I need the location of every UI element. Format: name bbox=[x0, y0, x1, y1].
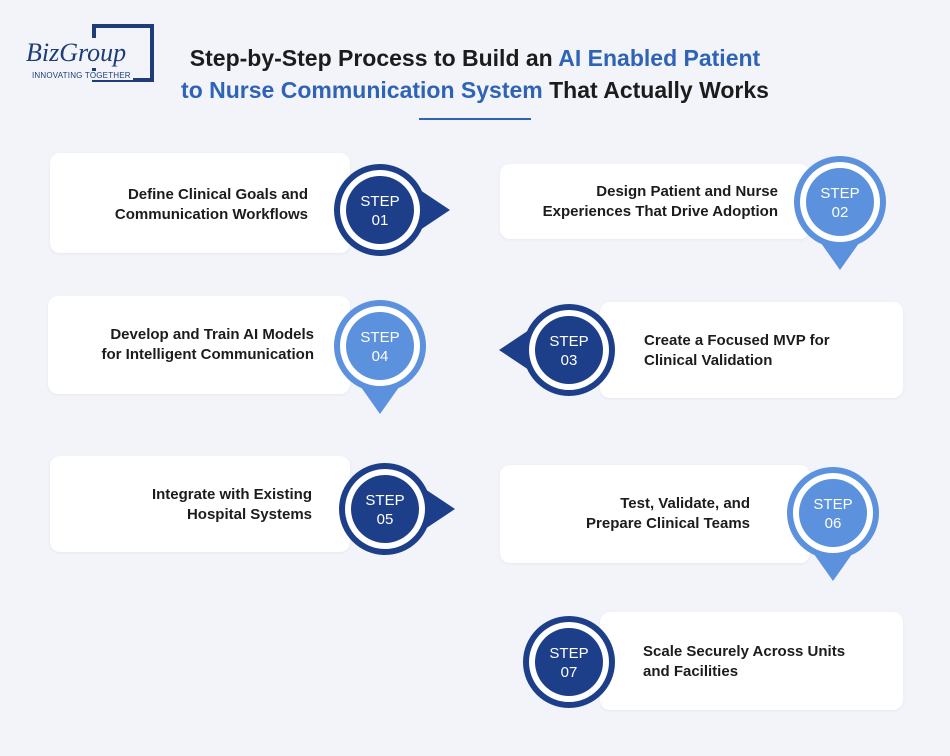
step-06-text: Test, Validate, and Prepare Clinical Tea… bbox=[500, 494, 750, 534]
step-03-number: 03 bbox=[560, 352, 578, 369]
step-02-label: STEP 02 bbox=[790, 184, 890, 222]
step-03-inner-disc bbox=[535, 316, 603, 384]
title-part-1: Step-by-Step Process to Build an bbox=[189, 45, 559, 71]
step-07-word: STEP bbox=[549, 645, 589, 662]
step-01-badge: STEP 01 bbox=[330, 160, 450, 260]
step-02-inner-disc bbox=[806, 168, 874, 236]
step-01-card: Define Clinical Goals and Communication … bbox=[50, 153, 350, 253]
step-05-text: Integrate with Existing Hospital Systems bbox=[52, 485, 312, 525]
logo-tagline: INNOVATING TOGETHER bbox=[32, 71, 133, 80]
step-04-line-2: for Intelligent Communication bbox=[101, 346, 315, 363]
step-05-ring-graphic bbox=[339, 463, 455, 555]
step-05-badge: STEP 05 bbox=[335, 459, 455, 559]
step-06-inner-disc bbox=[799, 479, 867, 547]
step-06-label: STEP 06 bbox=[783, 495, 883, 533]
step-02-line-2: Experiences That Drive Adoption bbox=[542, 203, 778, 220]
step-01-number: 01 bbox=[371, 212, 389, 229]
step-06-number: 06 bbox=[824, 515, 842, 532]
step-04-word: STEP bbox=[360, 329, 400, 346]
step-07-line-2: and Facilities bbox=[643, 663, 739, 680]
step-03-ring-graphic bbox=[499, 304, 615, 396]
title-highlight-2: to Nurse Communication System bbox=[181, 77, 543, 103]
step-01-inner-disc bbox=[346, 176, 414, 244]
step-05-line-1: Integrate with Existing bbox=[151, 486, 312, 503]
step-06-ring-graphic bbox=[787, 467, 879, 581]
step-05-line-2: Hospital Systems bbox=[186, 506, 312, 523]
step-04-inner-disc bbox=[346, 312, 414, 380]
step-06-badge: STEP 06 bbox=[783, 463, 883, 581]
step-07-number: 07 bbox=[560, 664, 578, 681]
step-05-number: 05 bbox=[376, 511, 394, 528]
step-06-word: STEP bbox=[813, 496, 853, 513]
step-03-badge: STEP 03 bbox=[499, 300, 619, 400]
step-04-line-1: Develop and Train AI Models bbox=[110, 326, 314, 343]
step-07-ring-graphic bbox=[523, 616, 615, 708]
step-02-text: Design Patient and Nurse Experiences Tha… bbox=[498, 182, 778, 222]
step-06-card: Test, Validate, and Prepare Clinical Tea… bbox=[500, 465, 810, 563]
title-part-2: That Actually Works bbox=[542, 77, 769, 103]
page-title: Step-by-Step Process to Build an AI Enab… bbox=[150, 42, 800, 106]
step-01-ring-graphic bbox=[334, 164, 450, 256]
step-05-card: Integrate with Existing Hospital Systems bbox=[50, 456, 350, 552]
step-02-card: Design Patient and Nurse Experiences Tha… bbox=[500, 164, 810, 239]
step-02-number: 02 bbox=[831, 204, 849, 221]
step-04-ring-graphic bbox=[334, 300, 426, 414]
step-02-line-1: Design Patient and Nurse bbox=[596, 183, 778, 200]
step-01-word: STEP bbox=[360, 193, 400, 210]
step-04-number: 04 bbox=[371, 348, 389, 365]
step-01-line-2: Communication Workflows bbox=[114, 206, 308, 223]
step-07-label: STEP 07 bbox=[519, 644, 619, 682]
title-underline bbox=[419, 118, 531, 120]
step-05-word: STEP bbox=[365, 492, 405, 509]
step-04-badge: STEP 04 bbox=[330, 296, 430, 414]
step-03-line-2: Clinical Validation bbox=[644, 352, 773, 369]
step-03-word: STEP bbox=[549, 333, 589, 350]
logo-wordmark: BizGroup bbox=[24, 38, 129, 68]
step-04-label: STEP 04 bbox=[330, 328, 430, 366]
step-02-word: STEP bbox=[820, 185, 860, 202]
step-04-text: Develop and Train AI Models for Intellig… bbox=[44, 325, 315, 365]
step-04-card: Develop and Train AI Models for Intellig… bbox=[48, 296, 350, 394]
step-05-label: STEP 05 bbox=[335, 491, 435, 529]
step-06-line-1: Test, Validate, and bbox=[620, 495, 750, 512]
step-01-line-1: Define Clinical Goals and bbox=[127, 186, 308, 203]
step-03-line-1: Create a Focused MVP for bbox=[644, 332, 830, 349]
step-07-inner-disc bbox=[535, 628, 603, 696]
step-07-card: Scale Securely Across Units and Faciliti… bbox=[600, 612, 903, 710]
step-02-ring-graphic bbox=[794, 156, 886, 270]
step-07-text: Scale Securely Across Units and Faciliti… bbox=[643, 642, 898, 682]
step-03-label: STEP 03 bbox=[519, 332, 619, 370]
step-07-badge: STEP 07 bbox=[519, 612, 619, 712]
title-highlight-1: AI Enabled Patient bbox=[558, 45, 761, 71]
step-01-label: STEP 01 bbox=[330, 192, 430, 230]
step-06-line-2: Prepare Clinical Teams bbox=[586, 515, 750, 532]
step-02-badge: STEP 02 bbox=[790, 152, 890, 270]
step-05-inner-disc bbox=[351, 475, 419, 543]
step-07-line-1: Scale Securely Across Units bbox=[643, 643, 846, 660]
step-03-text: Create a Focused MVP for Clinical Valida… bbox=[644, 331, 894, 371]
step-01-text: Define Clinical Goals and Communication … bbox=[48, 185, 308, 225]
bizgroup-logo: BizGroup INNOVATING TOGETHER bbox=[24, 24, 156, 84]
step-03-card: Create a Focused MVP for Clinical Valida… bbox=[600, 302, 903, 398]
